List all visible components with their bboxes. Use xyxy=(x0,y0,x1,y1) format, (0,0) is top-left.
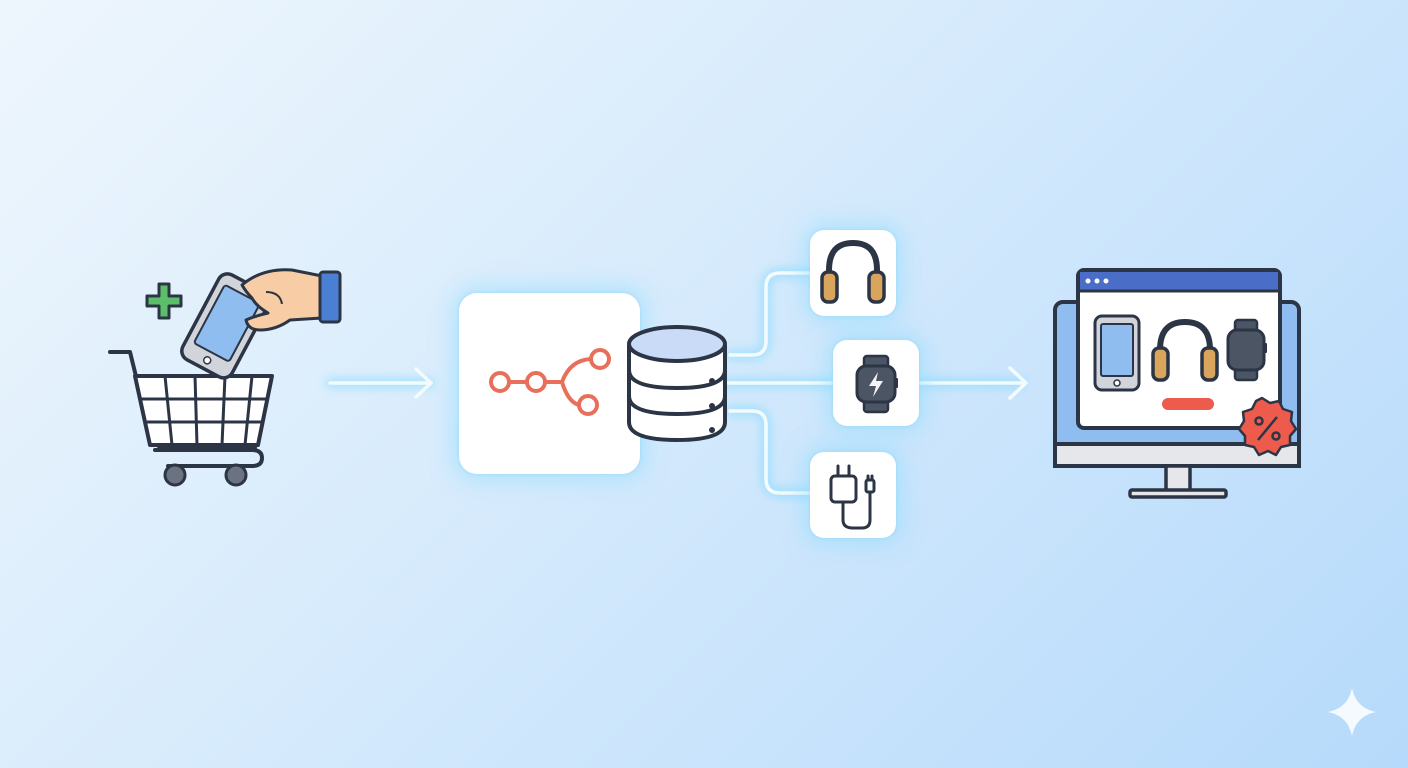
smartwatch-icon xyxy=(1226,318,1267,382)
hand-icon xyxy=(240,268,342,332)
headphones-icon xyxy=(1151,318,1219,382)
sleeve xyxy=(318,270,342,324)
connector-lines xyxy=(328,271,1028,495)
discount-badge-icon xyxy=(1237,396,1298,457)
arrow-head-icon xyxy=(414,367,433,399)
arrow-head-icon xyxy=(1008,366,1028,400)
smartphone-icon xyxy=(180,272,272,380)
cart-wheels xyxy=(163,463,248,487)
plus-icon xyxy=(145,282,183,320)
smartphone-icon xyxy=(1093,314,1141,392)
branch-to-charger xyxy=(728,409,812,495)
cta-bar xyxy=(1162,398,1214,410)
browser-titlebar xyxy=(1080,272,1278,290)
branch-to-headphones xyxy=(728,271,812,357)
